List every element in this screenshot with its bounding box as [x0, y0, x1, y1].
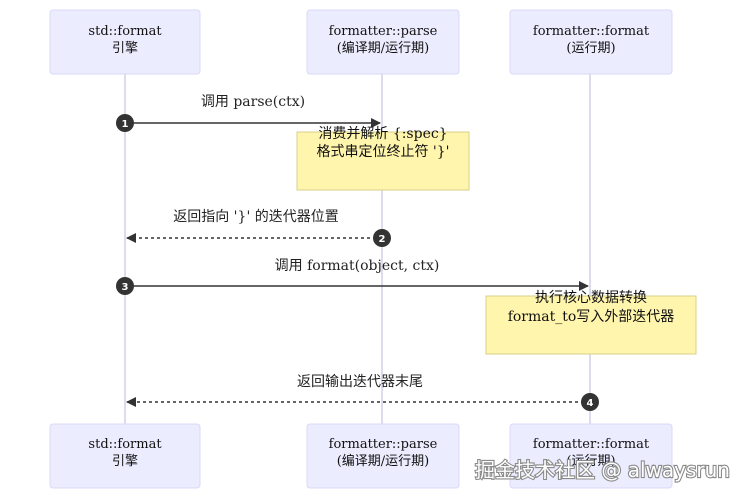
actor-std-format-bottom-subtitle: 引擎 [112, 454, 138, 469]
actor-formatter-parse-title: formatter::parse [329, 24, 438, 39]
watermark-text: 掘金技术社区 @ alwaysrun [475, 458, 730, 482]
actor-formatter-parse-bottom-title: formatter::parse [329, 437, 438, 452]
actor-formatter-format-bottom-title: formatter::format [533, 437, 650, 452]
actor-std-format-bottom: std::format 引擎 [49, 423, 201, 489]
actor-std-format-title: std::format [88, 24, 162, 39]
note-format-line1: 执行核心数据转换 [535, 289, 647, 306]
message-3-number: 3 [122, 282, 129, 293]
message-4-badge [581, 393, 599, 411]
note-parse: 消费并解析 {:spec} 格式串定位终止符 '}' [296, 126, 470, 191]
actor-formatter-parse-bottom: formatter::parse (编译期/运行期) [306, 423, 460, 489]
message-2-number: 2 [379, 234, 386, 245]
message-2-badge [373, 229, 391, 247]
actor-formatter-parse-subtitle: (编译期/运行期) [337, 41, 430, 56]
message-3: 调用 format(object, ctx) 3 [116, 258, 589, 295]
message-1-number: 1 [122, 119, 129, 130]
actor-formatter-format-bottom: formatter::format (运行期) [509, 423, 673, 489]
actor-formatter-format-top: formatter::format (运行期) [509, 9, 673, 75]
note-format: 执行核心数据转换 format_to写入外部迭代器 [485, 289, 697, 355]
actor-formatter-format-bottom-subtitle: (运行期) [566, 454, 615, 469]
actor-formatter-format-subtitle: (运行期) [566, 41, 615, 56]
message-4-label: 返回输出迭代器末尾 [297, 374, 423, 390]
message-2: 返回指向 '}' 的迭代器位置 2 [126, 209, 391, 247]
actor-formatter-format-title: formatter::format [533, 24, 650, 39]
actor-std-format-top: std::format 引擎 [49, 9, 201, 75]
message-3-label: 调用 format(object, ctx) [275, 258, 440, 274]
message-1: 调用 parse(ctx) 1 [116, 94, 381, 132]
note-parse-line1: 消费并解析 {:spec} [318, 126, 447, 142]
message-1-badge [116, 114, 134, 132]
message-1-label: 调用 parse(ctx) [201, 94, 305, 110]
actor-formatter-parse-top: formatter::parse (编译期/运行期) [306, 9, 460, 75]
message-2-label: 返回指向 '}' 的迭代器位置 [173, 209, 339, 225]
message-4: 返回输出迭代器末尾 4 [126, 374, 599, 411]
actor-std-format-subtitle: 引擎 [112, 41, 138, 56]
note-format-line2: format_to写入外部迭代器 [508, 309, 675, 325]
message-3-badge [116, 277, 134, 295]
actor-std-format-bottom-title: std::format [88, 437, 162, 452]
actor-formatter-parse-bottom-subtitle: (编译期/运行期) [337, 454, 430, 469]
message-4-number: 4 [587, 398, 594, 409]
note-parse-line2: 格式串定位终止符 '}' [316, 144, 449, 160]
